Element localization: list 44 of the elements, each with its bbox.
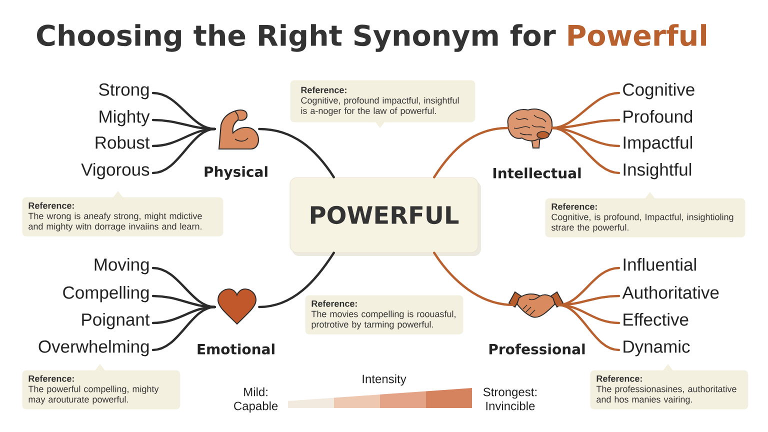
curved-line [433, 252, 515, 306]
scale-end-label: Strongest: Invincible [483, 388, 536, 410]
curved-line [152, 128, 216, 174]
synonym-word: Authoritative [622, 286, 719, 299]
curved-line [258, 128, 335, 178]
callout-box: Reference: The wrong is aneafy strong, might mdictive and mighty witn dorrage invaiins and learn. [22, 191, 224, 236]
callout-box: Reference: Cognitive, profound impactful, insightful is a-noger for the law of powerful. [290, 80, 476, 128]
callout-box: Reference: The powerful compelling, mighty may arouturate powerful. [22, 364, 180, 410]
curved-line [258, 252, 335, 308]
callout-box: Reference: The movies compelling is roouasful, protrotive by tarming powerful. [305, 295, 464, 334]
synonym-word: Profound [624, 110, 692, 123]
synonym-word: Compelling [63, 286, 149, 302]
scale-end-label: Mild: Capable [234, 387, 278, 413]
synonym-word: Insightful [624, 162, 692, 180]
synonym-word: Poignant [82, 312, 150, 330]
curved-line [152, 294, 216, 308]
scale-title: Intensity [362, 374, 406, 386]
synonym-word: Strong [99, 83, 149, 100]
curved-line [152, 92, 216, 130]
callout-box: Reference: The professionasines, authoritative and hos manies vairing. [590, 364, 748, 410]
synonym-word: Robust [96, 136, 150, 149]
synonym-word: Moving [94, 258, 149, 274]
synonym-word: Overwhelming [38, 340, 149, 356]
curved-line [557, 304, 620, 352]
synonym-word: Vigorous [81, 162, 150, 180]
curved-line [152, 306, 216, 352]
synonym-word: Influential [624, 258, 696, 271]
curved-line [433, 126, 509, 178]
curved-line [551, 92, 620, 130]
curved-line [557, 266, 620, 306]
curved-line [152, 266, 216, 308]
category-label: Emotional [198, 344, 274, 354]
category-label: Professional [489, 344, 585, 354]
curved-line [551, 126, 620, 174]
synonym-word: Effective [624, 312, 688, 326]
synonym-word: Impactful [624, 136, 692, 152]
synonym-word: Mighty [100, 110, 150, 126]
category-label: Intellectual [493, 168, 581, 178]
center-box: POWERFUL [290, 177, 481, 256]
callout-box: Reference: Cognitive, is profound, Impactful, insightioling strare the powerful. [545, 192, 746, 238]
synonym-word: Cognitive [623, 82, 694, 100]
synonym-word: Dynamic [624, 340, 690, 356]
title: Choosing the Right Synonym for Powerful [36, 24, 706, 52]
category-label: Physical [204, 166, 268, 180]
